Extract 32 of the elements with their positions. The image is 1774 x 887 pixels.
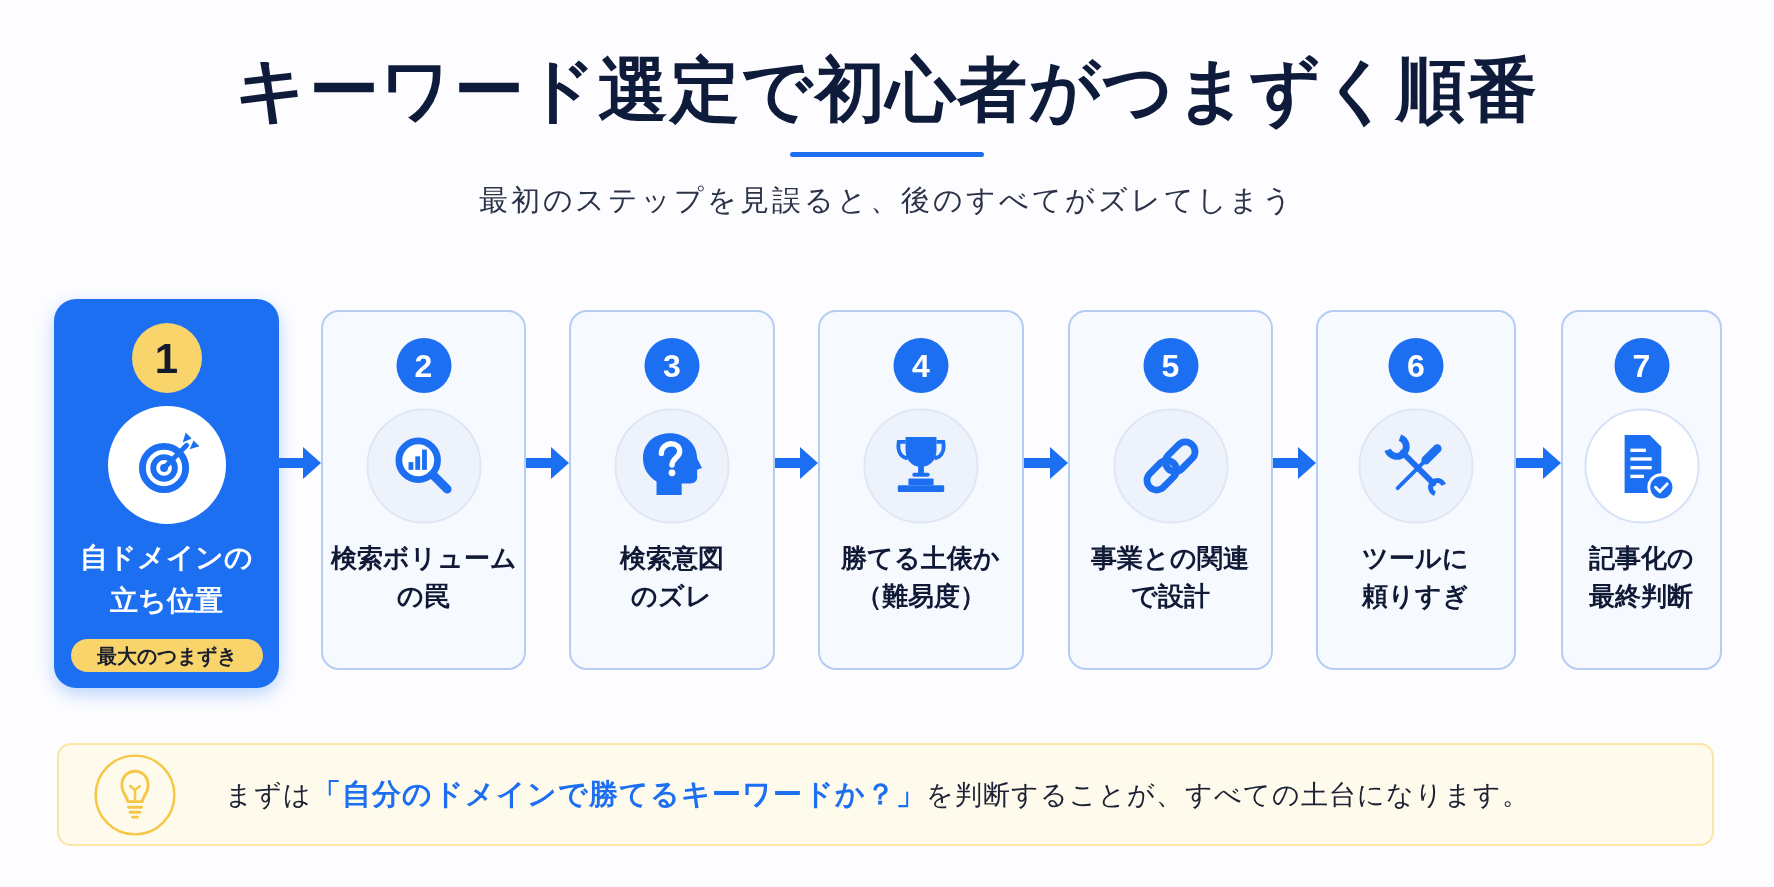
step-number: 7 <box>1614 338 1669 393</box>
step-number: 1 <box>131 323 202 393</box>
arrow <box>775 447 818 479</box>
step-card <box>818 310 1024 670</box>
step-label: ツールに頼りすぎ <box>1360 542 1471 613</box>
step-card <box>569 310 775 670</box>
arrow <box>1024 447 1068 479</box>
step-number: 2 <box>396 338 451 393</box>
arrow <box>1516 447 1561 479</box>
step-card <box>54 299 279 688</box>
step-label: 勝てる土俵か（難易度） <box>840 542 1002 613</box>
step-number: 5 <box>1143 338 1198 393</box>
arrow <box>526 447 569 479</box>
step-label: 検索意図のズレ <box>618 542 725 613</box>
tip-banner <box>57 743 1714 846</box>
step-label: 検索ボリュームの罠 <box>329 542 518 613</box>
step-card <box>1561 310 1722 670</box>
step-card <box>321 310 526 670</box>
tip-text: まずは「自分のドメインで勝てるキーワードか？」を判断することが、すべての土台になります。 <box>225 776 1531 812</box>
subtitle: 最初のステップを見誤ると、後のすべてがズレてしまう <box>478 183 1296 218</box>
step-label: 記事化の最終判断 <box>1588 542 1695 613</box>
arrow <box>1273 447 1316 479</box>
step-card <box>1068 310 1273 670</box>
step-label: 自ドメインの立ち位置 <box>79 541 254 618</box>
step-label: 事業との関連で設計 <box>1090 542 1251 613</box>
step-card <box>1316 310 1516 670</box>
highlight-tag: 最大のつまずき <box>71 639 263 672</box>
step-number: 3 <box>644 338 700 393</box>
title: キーワード選定で初心者がつまずく順番 <box>235 50 1539 132</box>
step-number: 4 <box>893 338 949 393</box>
step-number: 6 <box>1388 338 1444 393</box>
arrow <box>279 447 321 479</box>
